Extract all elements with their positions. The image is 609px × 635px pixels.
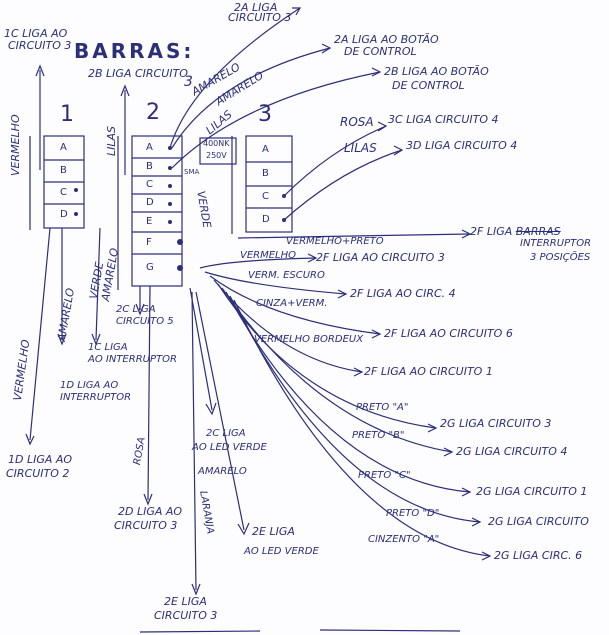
label-2e-led: 2E LIGA	[252, 525, 295, 538]
bar-2-cell-c: C	[146, 179, 153, 190]
bar-3-cell-c: C	[262, 191, 269, 202]
label-2g-circuit-x: 2G LIGA CIRCUITO	[488, 515, 589, 528]
wire-lilas-3: LILAS	[344, 141, 377, 155]
wire-vermelho-bordeux: VERMELHO BORDEUX	[254, 334, 364, 345]
wire-verm-escuro: VERM. ESCURO	[248, 270, 325, 281]
wire-rosa: ROSA	[340, 115, 374, 129]
label-2e-circuit3: 2E LIGA	[164, 595, 207, 608]
label-2a-top-b: CIRCUITO 3	[228, 11, 292, 24]
label-2a-button-b: DE CONTROL	[344, 45, 417, 58]
label-1c-interruptor: 1C LIGA	[88, 342, 128, 353]
component-rating-1: 400NK	[203, 139, 230, 148]
label-2f-interruptor-c: 3 POSIÇÕES	[530, 252, 591, 263]
wire-vermelho-preto: VERMELHO+PRETO	[286, 236, 384, 247]
wire-preto-c: PRETO "C"	[358, 470, 411, 481]
bar-2-cell-f: F	[146, 237, 152, 248]
bar-3-box	[245, 135, 293, 233]
label-1d-circuit2-b: CIRCUITO 2	[6, 467, 70, 480]
label-2c-led-b: AO LED VERDE	[192, 442, 267, 453]
component-box	[199, 137, 237, 165]
wire-lilas-1: LILAS	[105, 125, 118, 156]
label-2c-circuit5-b: CIRCUITO 5	[116, 316, 174, 327]
wire-amarelo-5: AMARELO	[198, 466, 247, 477]
label-2g-circuit4: 2G LIGA CIRCUITO 4	[456, 445, 568, 458]
label-1d-interruptor-b: INTERRUPTOR	[60, 392, 132, 403]
label-1d-circuit2: 1D LIGA AO	[8, 453, 73, 466]
label-2g-circuit3: 2G LIGA CIRCUITO 3	[440, 417, 552, 430]
wire-preto-d: PRETO "D"	[386, 508, 440, 519]
label-3d-circuit4: 3D LIGA CIRCUITO 4	[406, 139, 518, 152]
label-2g-circ6: 2G LIGA CIRC. 6	[494, 549, 583, 562]
bar-1-cell-b: B	[60, 165, 67, 176]
bar-1-number: 1	[60, 102, 74, 127]
bar-2-cell-e: E	[146, 216, 153, 227]
bar-2-cell-a: A	[146, 142, 153, 153]
label-1c-interruptor-b: AO INTERRUPTOR	[88, 354, 177, 365]
bar-1-cell-c: C	[60, 187, 67, 198]
label-2d-circuit3-b: CIRCUITO 3	[114, 519, 178, 532]
label-2f-interruptor-b: INTERRUPTOR	[520, 238, 592, 249]
diagram-title: BARRAS:	[74, 39, 195, 63]
wire-cinzento-a: CINZENTO "A"	[368, 534, 440, 545]
label-2b-button-b: DE CONTROL	[392, 79, 465, 92]
wire-cinza-verm: CINZA+VERM.	[256, 298, 328, 309]
label-1c-circuit3-b: CIRCUITO 3	[8, 39, 72, 52]
label-2d-circuit3: 2D LIGA AO	[118, 505, 183, 518]
label-3c-circuit4: 3C LIGA CIRCUITO 4	[388, 113, 499, 126]
label-2b-circuit: 2B LIGA CIRCUITO	[88, 67, 188, 80]
label-2c-circuit5: 2C LIGA	[116, 304, 156, 315]
bar-2-number: 2	[146, 100, 160, 125]
component-rating-2: 250V	[206, 151, 227, 160]
bar-3-cell-a: A	[262, 144, 269, 155]
label-2g-circuit1: 2G LIGA CIRCUITO 1	[476, 485, 588, 498]
label-2f-circuit1: 2F LIGA AO CIRCUITO 1	[364, 365, 493, 378]
wire-vermelho-left: VERMELHO	[9, 114, 22, 176]
component-small-label: SMA	[184, 168, 200, 176]
label-1c-circuit3: 1C LIGA AO	[4, 27, 68, 40]
bar-2-cell-g: G	[146, 262, 154, 273]
label-2a-top: 2A LIGA	[234, 1, 278, 14]
label-2b-circuit-num: 3	[184, 74, 193, 90]
label-2e-led-b: AO LED VERDE	[244, 546, 319, 557]
wire-preto-a: PRETO "A"	[356, 402, 409, 413]
label-2b-button: 2B LIGA AO BOTÃO	[384, 65, 489, 78]
wire-vermelho-2: VERMELHO	[240, 250, 297, 261]
bar-3-cell-d: D	[262, 214, 270, 225]
bar-1-cell-a: A	[60, 142, 67, 153]
bar-2-box	[131, 135, 183, 287]
label-2e-circuit3-b: CIRCUITO 3	[154, 609, 218, 622]
label-2f-circuit6: 2F LIGA AO CIRCUITO 6	[384, 327, 513, 340]
label-1d-interruptor: 1D LIGA AO	[60, 380, 119, 391]
label-2a-button: 2A LIGA AO BOTÃO	[334, 33, 439, 46]
bar-2-cell-d: D	[146, 197, 154, 208]
bar-3-number: 3	[258, 102, 272, 127]
label-2f-circ4: 2F LIGA AO CIRC. 4	[350, 287, 456, 300]
bar-2-cell-b: B	[146, 161, 153, 172]
bar-1-cell-d: D	[60, 209, 68, 220]
wire-preto-b: PRETO "B"	[352, 430, 405, 441]
label-2f-interruptor-struck: BARRAS	[515, 225, 561, 238]
bar-3-cell-b: B	[262, 168, 269, 179]
label-2c-led: 2C LIGA	[206, 428, 246, 439]
label-2f-interruptor: 2F LIGA BARRAS	[470, 225, 561, 238]
label-2f-circuit3: 2F LIGA AO CIRCUITO 3	[316, 251, 445, 264]
